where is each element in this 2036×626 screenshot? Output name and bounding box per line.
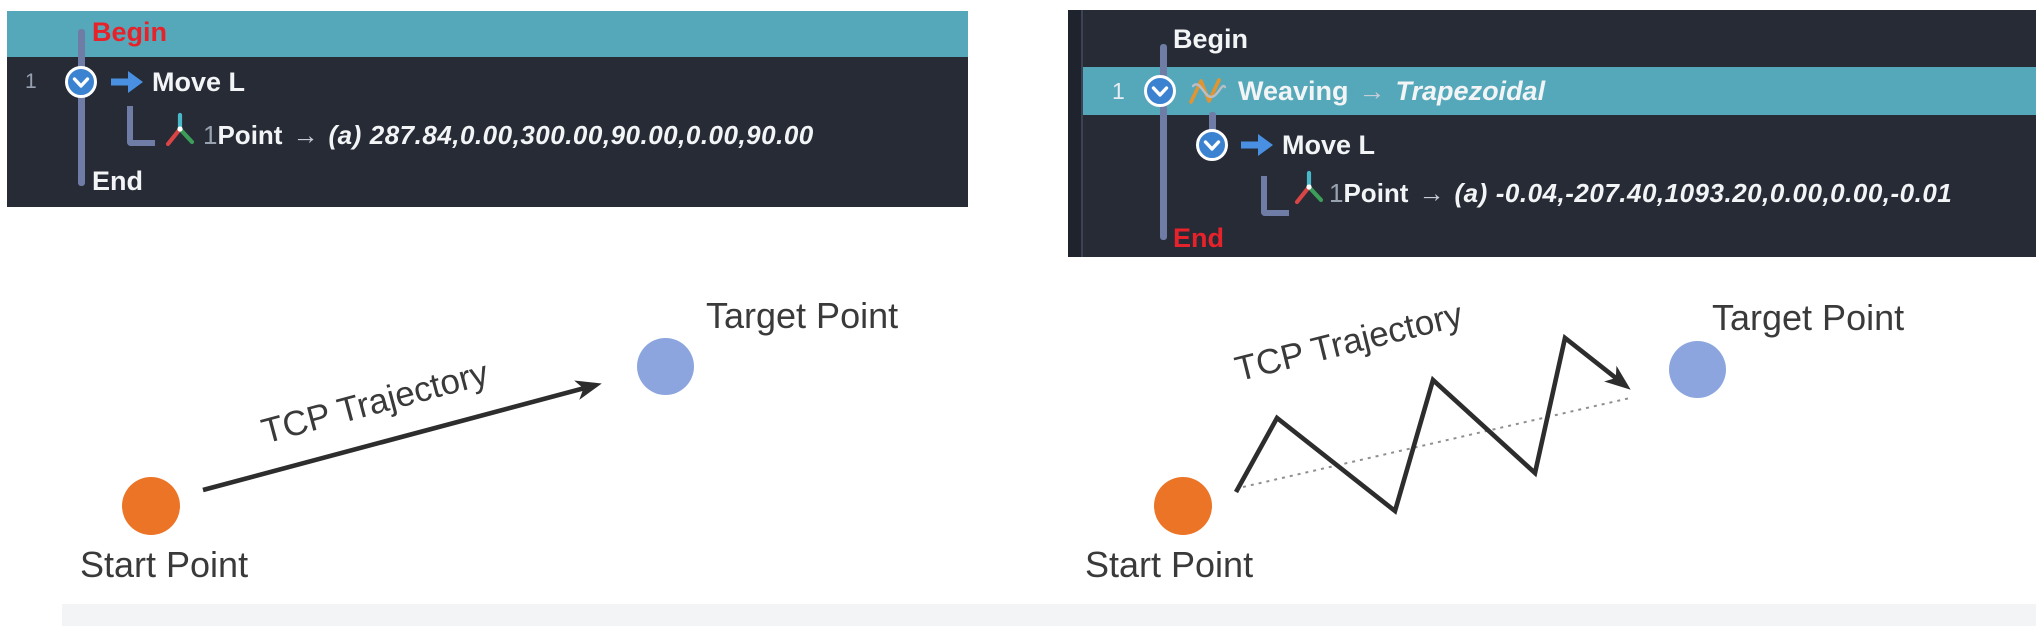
move-arrow-icon xyxy=(1238,132,1276,158)
point-label: Point xyxy=(217,120,283,150)
selected-row-highlight-begin[interactable] xyxy=(7,11,968,57)
point-label: Point xyxy=(1343,178,1409,208)
target-point-label: Target Point xyxy=(1712,297,1905,338)
panel-gutter xyxy=(1068,10,1081,257)
row-number: 1 xyxy=(1112,78,1125,104)
maps-to-arrow: → xyxy=(1358,76,1386,106)
page-edge-band xyxy=(62,604,2036,626)
pose-type-prefix: (a) xyxy=(328,120,362,150)
point-index: 1 xyxy=(203,120,218,150)
weaving-command[interactable]: Weaving → Trapezoidal xyxy=(1238,75,1545,107)
tcp-trajectory-arrow xyxy=(202,380,602,493)
collapse-chevron-icon[interactable] xyxy=(1143,74,1177,108)
pose-axis-icon xyxy=(1291,170,1327,210)
move-arrow-icon xyxy=(108,69,146,95)
target-point-label: Target Point xyxy=(706,295,899,336)
begin-node[interactable]: Begin xyxy=(1173,24,1249,54)
move-l-command[interactable]: Move L xyxy=(152,67,246,97)
end-node[interactable]: End xyxy=(1173,223,1224,253)
collapse-chevron-icon[interactable] xyxy=(64,65,98,99)
point-row[interactable]: 1Point → (a)-0.04,-207.40,1093.20,0.00,0.0… xyxy=(1329,177,1952,209)
weaving-label: Weaving xyxy=(1238,76,1349,106)
maps-to-arrow: → xyxy=(292,120,319,150)
row-number: 1 xyxy=(25,70,37,93)
pose-values: 287.84,0.00,300.00,90.00,0.00,90.00 xyxy=(369,120,814,150)
weaving-type: Trapezoidal xyxy=(1395,76,1546,106)
program-flow-line xyxy=(78,29,85,186)
point-row[interactable]: 1Point → (a)287.84,0.00,300.00,90.00,0.00,… xyxy=(203,119,814,151)
tree-elbow-connector xyxy=(1261,176,1289,216)
point-index: 1 xyxy=(1329,178,1344,208)
gutter-divider xyxy=(1081,10,1083,257)
pose-axis-icon xyxy=(162,112,198,152)
move-l-command[interactable]: Move L xyxy=(1282,130,1376,160)
weaving-zigzag-path xyxy=(1233,333,1631,515)
pose-values: -0.04,-207.40,1093.20,0.00,0.00,-0.01 xyxy=(1495,178,1953,208)
weaving-icon xyxy=(1186,75,1230,107)
program-flow-line xyxy=(1160,44,1167,240)
tree-elbow-connector xyxy=(127,106,155,146)
target-point-marker xyxy=(637,338,694,395)
trajectory-center-dotted-line xyxy=(1242,397,1631,488)
selected-row-highlight-weaving[interactable] xyxy=(1083,67,2036,115)
program-tree-panel-right xyxy=(1068,10,2036,257)
start-point-marker xyxy=(1154,477,1212,535)
target-point-marker xyxy=(1669,341,1726,398)
child-connector-line xyxy=(1209,112,1216,136)
start-point-marker xyxy=(122,477,180,535)
end-node[interactable]: End xyxy=(92,166,143,196)
start-point-label: Start Point xyxy=(80,544,249,585)
start-point-label: Start Point xyxy=(1085,544,1254,585)
maps-to-arrow: → xyxy=(1418,178,1445,208)
begin-node[interactable]: Begin xyxy=(92,17,168,47)
pose-type-prefix: (a) xyxy=(1454,178,1488,208)
collapse-chevron-icon[interactable] xyxy=(1195,128,1229,162)
